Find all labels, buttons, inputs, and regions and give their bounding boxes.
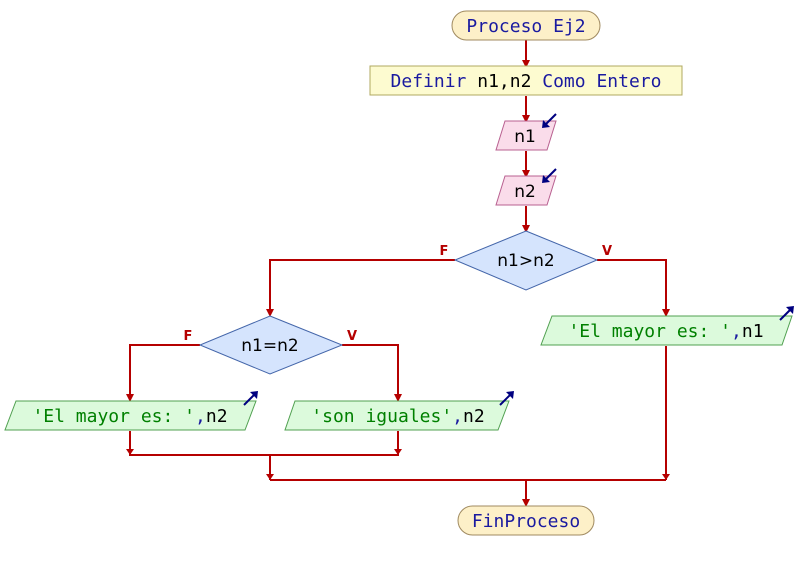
input-n2-label: n2 — [514, 182, 536, 202]
input-arrow-icon — [542, 168, 557, 183]
output-greater-n2[interactable]: 'El mayor es: ',n2 — [4, 391, 258, 431]
input-n1-label: n1 — [514, 127, 536, 147]
decision2-condition: n1=n2 — [241, 336, 298, 356]
connector-inner-merge-left — [129, 431, 399, 456]
output-greater-n2-string: 'El mayor es: ' — [32, 406, 195, 427]
definition-vars: n1,n2 — [477, 71, 531, 92]
output-greater-n2-text: 'El mayor es: ',n2 — [32, 406, 227, 427]
definition-keyword-type: Como Entero — [531, 71, 661, 92]
input-n1-block[interactable]: n1 — [495, 113, 557, 151]
output-equal-string: 'son iguales' — [311, 406, 452, 427]
output-equal-text: 'son iguales',n2 — [311, 406, 484, 427]
output-greater-n2-sep: , — [195, 406, 206, 427]
input-n1-shape — [495, 120, 557, 151]
input-n2-block[interactable]: n2 — [495, 168, 557, 206]
output-equal[interactable]: 'son iguales',n2 — [284, 391, 514, 431]
merge-tick-center — [266, 474, 274, 480]
definition-block[interactable]: Definir n1,n2 Como Entero — [369, 65, 683, 96]
connector-decision1-true — [597, 259, 670, 317]
output-equal-sep: , — [452, 406, 463, 427]
end-terminator-shape — [457, 505, 595, 536]
merge-tick-right — [394, 449, 402, 455]
decision1-condition: n1>n2 — [497, 251, 554, 271]
output-arrow-icon — [243, 391, 258, 406]
decision1-shape — [453, 230, 599, 291]
output-greater-n1-string: 'El mayor es: ' — [568, 321, 731, 342]
decision2[interactable]: n1=n2 F V — [184, 315, 357, 375]
output-equal-var: n2 — [463, 406, 485, 427]
output-arrow-icon — [779, 306, 794, 321]
connector-decision1-false — [266, 259, 455, 317]
output-greater-n1-shape — [540, 315, 793, 346]
definition-block-text: Definir n1,n2 Como Entero — [391, 71, 662, 92]
output-greater-n2-var: n2 — [206, 406, 228, 427]
output-greater-n1-var: n1 — [742, 321, 764, 342]
start-terminator-label: Proceso Ej2 — [466, 16, 585, 37]
start-terminator[interactable]: Proceso Ej2 — [451, 10, 601, 41]
decision2-false-label: F — [184, 329, 193, 344]
decision1-false-label: F — [440, 244, 449, 259]
output-greater-n2-shape — [4, 400, 257, 431]
end-terminator[interactable]: FinProceso — [457, 505, 595, 536]
merge-tick-left — [126, 449, 134, 455]
input-arrow-icon — [542, 113, 557, 128]
connector-decision2-false — [126, 344, 200, 402]
input-n2-shape — [495, 175, 557, 206]
output-equal-shape — [284, 400, 510, 431]
decision2-shape — [198, 315, 344, 375]
definition-block-shape — [369, 65, 683, 96]
output-arrow-icon — [499, 391, 514, 406]
output-greater-n1[interactable]: 'El mayor es: ',n1 — [540, 306, 794, 346]
output-greater-n1-sep: , — [731, 321, 742, 342]
decision2-true-label: V — [347, 329, 357, 344]
connector-decision2-true — [342, 344, 402, 402]
output-greater-n1-text: 'El mayor es: ',n1 — [568, 321, 763, 342]
decision1-true-label: V — [602, 244, 612, 259]
decision1[interactable]: n1>n2 F V — [440, 230, 612, 291]
end-terminator-label: FinProceso — [472, 511, 580, 532]
start-terminator-shape — [451, 10, 601, 41]
merge-tick-outer-right — [662, 474, 670, 480]
connectors — [126, 40, 670, 507]
definition-keyword-define: Definir — [391, 71, 478, 92]
